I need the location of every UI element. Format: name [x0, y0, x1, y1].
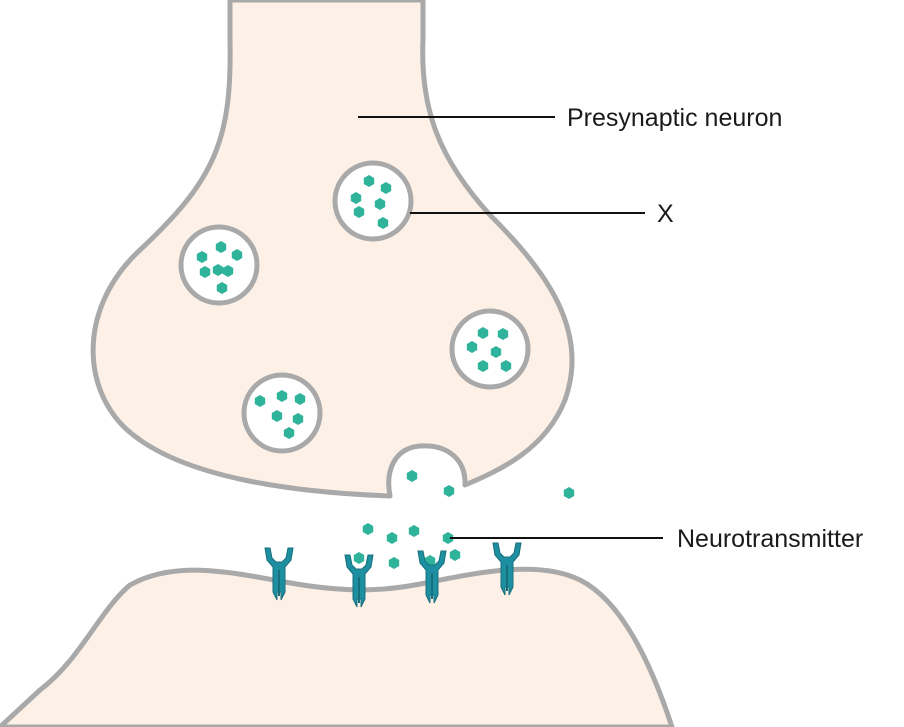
vesicle-top — [335, 163, 411, 239]
neurotransmitter-molecule — [444, 485, 454, 497]
presynaptic-neuron-body — [93, 0, 572, 496]
postsynaptic-neuron-body — [0, 569, 672, 727]
neurotransmitter-label: Neurotransmitter — [677, 525, 863, 553]
neurotransmitter-molecule — [389, 557, 399, 569]
neurotransmitter-molecule — [450, 549, 460, 561]
presynaptic-neuron-label: Presynaptic neuron — [567, 104, 782, 132]
neurotransmitter-molecule — [564, 487, 574, 499]
neurotransmitter-molecule — [409, 525, 419, 537]
neurotransmitter-molecule — [387, 532, 397, 544]
vesicle-right — [452, 311, 528, 387]
vesicle-label: X — [657, 200, 674, 228]
neurotransmitter-molecule — [363, 523, 373, 535]
neurotransmitter-molecule — [407, 470, 417, 482]
neurotransmitter-molecule — [354, 552, 364, 564]
